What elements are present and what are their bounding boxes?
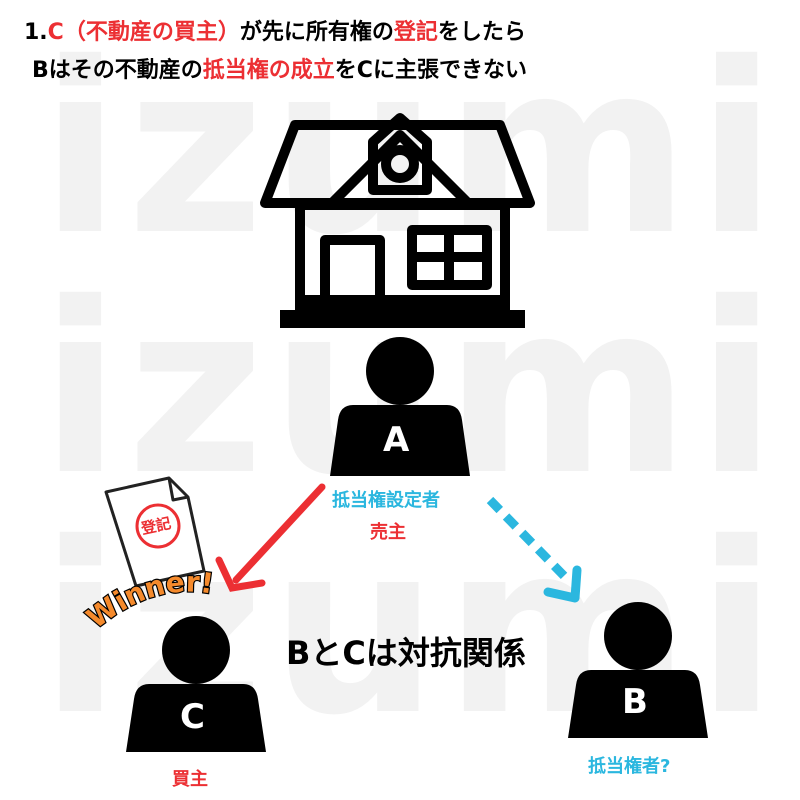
person-c-letter: C <box>180 697 205 737</box>
person-c-icon <box>126 616 266 752</box>
relation-caption: BとCは対抗関係 <box>286 634 526 672</box>
person-b-role-mortgagee: 抵当権者? <box>588 756 671 777</box>
title-line-1: 1.C（不動産の買主）が先に所有権の登記をしたら <box>24 14 526 46</box>
winner-label: Winner! <box>79 564 217 636</box>
title-mortgage: 抵当権の成立 <box>202 58 335 83</box>
title-registration: 登記 <box>393 20 438 45</box>
title-text-end: をCに主張できない <box>334 58 527 83</box>
transfer-arrow-to-c <box>215 483 326 592</box>
title-number: 1. <box>24 20 48 45</box>
title-text-end: をしたら <box>437 20 526 45</box>
person-b-letter: B <box>622 682 648 722</box>
person-a-role-mortgagor: 抵当権設定者 <box>332 490 440 511</box>
title-line-2: Bはその不動産の抵当権の成立をCに主張できない <box>32 52 527 84</box>
title-buyer: C（不動産の買主） <box>47 20 240 45</box>
person-c-role-buyer: 買主 <box>172 769 208 790</box>
document-icon <box>104 476 206 588</box>
person-a-role-seller: 売主 <box>370 522 406 543</box>
house-icon <box>260 113 535 328</box>
person-a-letter: A <box>383 420 410 460</box>
title-text: が先に所有権の <box>239 20 394 45</box>
person-b-icon <box>568 602 708 738</box>
winner-text: Winner! <box>80 565 215 635</box>
person-a-icon <box>330 337 470 476</box>
mortgage-arrow-to-b <box>486 496 582 603</box>
title-text: Bはその不動産の <box>32 58 203 83</box>
